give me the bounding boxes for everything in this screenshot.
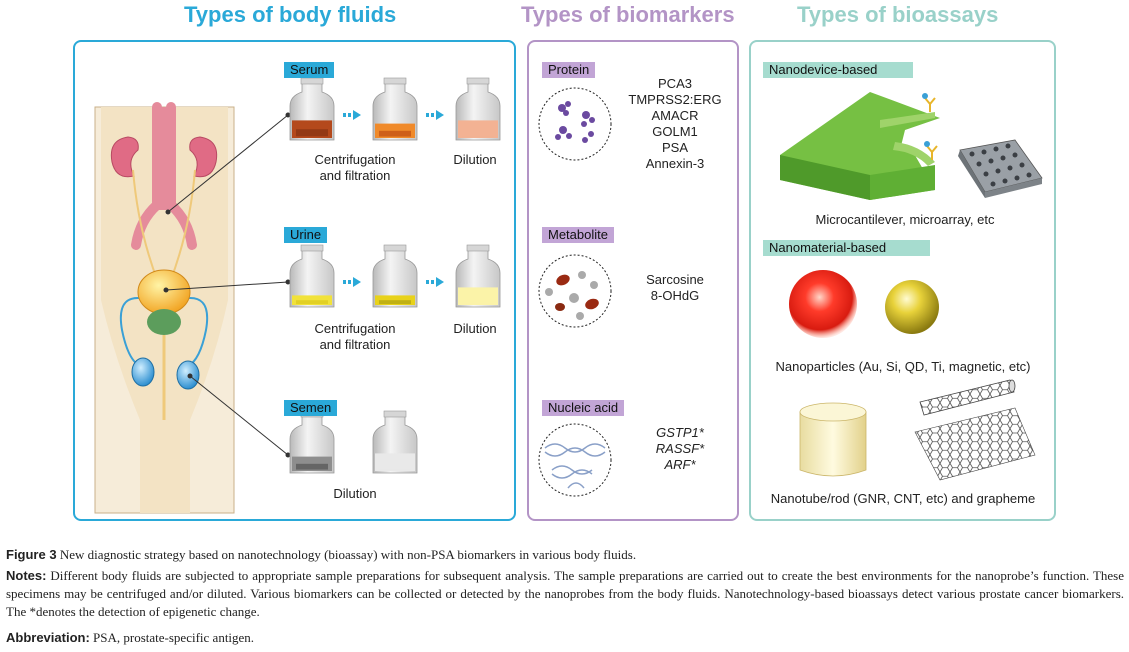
protein-tag: Protein xyxy=(542,62,596,78)
microarray xyxy=(958,139,1043,198)
sample-vial xyxy=(372,410,418,474)
figure-text: New diagnostic strategy based on nanotec… xyxy=(59,547,637,562)
protein-circle xyxy=(538,87,612,161)
nanomaterial-tag: Nanomaterial-based xyxy=(763,240,930,256)
nucleic-acid-tag: Nucleic acid xyxy=(542,400,625,416)
urine-step2-label: Dilution xyxy=(453,321,497,336)
body-fluids-title: Types of body fluids xyxy=(184,2,397,27)
serum-tag: Serum xyxy=(284,62,335,78)
semen-tag: Semen xyxy=(284,400,338,416)
graphene-sheet xyxy=(914,407,1036,481)
serum-step2-label: Dilution xyxy=(453,152,497,167)
semen-step1-label: Dilution xyxy=(333,486,377,501)
nanotube xyxy=(919,379,1016,416)
nucleic-acid-circle xyxy=(538,423,612,497)
sample-vial xyxy=(372,244,418,308)
abbreviation-text: PSA, prostate-specific antigen. xyxy=(93,630,255,645)
sample-vial xyxy=(455,244,501,308)
figure-label: Figure 3 xyxy=(6,547,57,562)
protein-item: PCA3 xyxy=(658,76,692,91)
protein-item: TMPRSS2:ERG xyxy=(628,92,722,107)
nanotube-caption: Nanotube/rod (GNR, CNT, etc) and graphem… xyxy=(770,491,1036,506)
metabolite-item: Sarcosine xyxy=(646,272,704,287)
nanodevice-caption: Microcantilever, microarray, etc xyxy=(815,212,995,227)
figure-caption: Figure 3 New diagnostic strategy based o… xyxy=(6,546,1124,564)
process-arrows xyxy=(343,110,444,287)
metabolite-circle xyxy=(538,254,612,328)
protein-item: Annexin-3 xyxy=(645,156,705,171)
anatomy-illustration xyxy=(94,102,235,514)
sample-vial xyxy=(289,410,335,474)
nanodevice-tag: Nanodevice-based xyxy=(763,62,913,78)
sample-vials xyxy=(289,77,501,474)
biomarkers-title: Types of biomarkers xyxy=(521,2,735,27)
nanoparticle-red xyxy=(789,270,857,338)
metabolite-tag: Metabolite xyxy=(542,227,614,243)
abbreviation-caption: Abbreviation: PSA, prostate-specific ant… xyxy=(6,629,1124,647)
nucleic-acid-item: ARF* xyxy=(664,457,696,472)
nanoparticle-gold xyxy=(885,280,939,334)
protein-item: PSA xyxy=(661,140,688,155)
anatomy-pointers xyxy=(163,112,291,458)
metabolite-list: Sarcosine 8-OHdG xyxy=(625,272,725,304)
microcantilever xyxy=(780,92,940,200)
sample-vial xyxy=(455,77,501,141)
abbreviation-label: Abbreviation: xyxy=(6,630,90,645)
nanoparticles-caption: Nanoparticles (Au, Si, QD, Ti, magnetic,… xyxy=(775,359,1031,374)
sample-vial xyxy=(289,77,335,141)
sample-vial xyxy=(372,77,418,141)
urine-tag: Urine xyxy=(284,227,328,243)
sample-vial xyxy=(289,244,335,308)
protein-item: AMACR xyxy=(651,108,699,123)
notes-text: Different body fluids are subjected to a… xyxy=(6,568,1124,619)
bioassays-title: Types of bioassays xyxy=(797,2,999,27)
notes-label: Notes: xyxy=(6,568,47,583)
nucleic-acid-item: RASSF* xyxy=(655,441,705,456)
protein-list: PCA3 TMPRSS2:ERG AMACR GOLM1 PSA Annexin… xyxy=(620,76,730,172)
metabolite-item: 8-OHdG xyxy=(650,288,700,303)
notes-caption: Notes: Different body fluids are subject… xyxy=(6,567,1124,621)
nanorod xyxy=(799,402,867,477)
nucleic-acid-item: GSTP1* xyxy=(656,425,704,440)
protein-item: GOLM1 xyxy=(652,124,698,139)
nucleic-acid-list: GSTP1* RASSF* ARF* xyxy=(630,425,730,473)
